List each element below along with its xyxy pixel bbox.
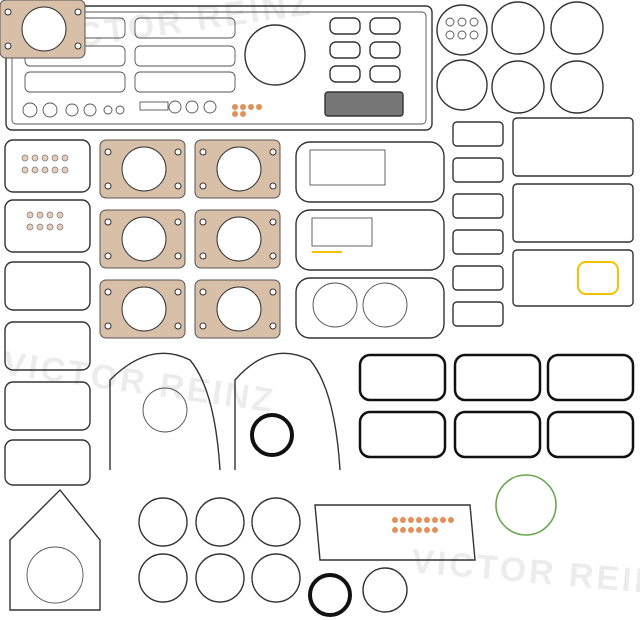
intercooler-gaskets xyxy=(452,117,634,327)
valve-cover-gaskets xyxy=(4,139,91,486)
small-seals xyxy=(21,154,69,231)
crankshaft-seal-rear xyxy=(250,413,294,457)
oil-cooler-gasket xyxy=(314,504,476,561)
watermark-bottom: VICTOR REINZ xyxy=(410,542,640,604)
liner-o-rings xyxy=(138,497,408,613)
timing-cover-gaskets xyxy=(9,352,341,611)
cover-gaskets-middle xyxy=(295,141,445,339)
cylinder-liner-seals xyxy=(436,1,604,114)
cylinder-head-gaskets xyxy=(0,0,281,339)
green-seal xyxy=(495,474,557,536)
rocker-cover-gaskets xyxy=(358,353,635,459)
yellow-gasket xyxy=(577,261,619,295)
exhaust-manifold-gaskets xyxy=(324,17,404,117)
crankshaft-seal-front xyxy=(308,573,352,617)
